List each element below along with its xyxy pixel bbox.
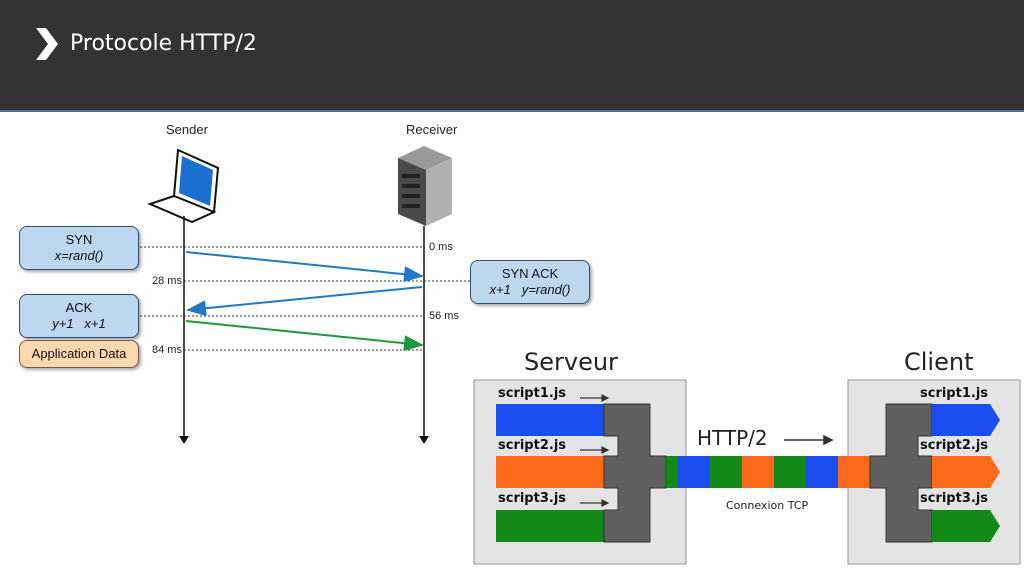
client-script-label: script2.js — [920, 438, 989, 453]
syn-ack-box: SYN ACK x+1 y=rand() — [470, 260, 590, 304]
server-script-label: script1.js — [498, 386, 567, 401]
ack-arrow — [185, 320, 424, 352]
slide-header: Protocole HTTP/2 — [0, 0, 1024, 112]
application-data-box: Application Data — [19, 340, 139, 368]
tcp-connection-label: Connexion TCP — [726, 499, 809, 512]
client-label: Client — [904, 348, 974, 376]
time-label: 0 ms — [429, 241, 453, 253]
server-script-label: script2.js — [498, 438, 567, 453]
client-script-label: script3.js — [920, 491, 989, 506]
laptop-icon — [147, 148, 220, 224]
server-icon — [398, 146, 452, 226]
page-title: Protocole HTTP/2 — [70, 31, 257, 56]
syn-box: SYN x=rand() — [19, 226, 139, 270]
syn-ack-arrow — [186, 286, 423, 317]
sender-label: Sender — [166, 122, 208, 137]
time-label: 56 ms — [429, 310, 459, 322]
client-script-label: script1.js — [920, 386, 989, 401]
chevron-right-icon — [36, 28, 58, 60]
time-label: 84 ms — [152, 344, 182, 356]
syn-arrow — [185, 251, 424, 283]
http2-arrow — [784, 434, 834, 446]
http2-label: HTTP/2 — [697, 426, 768, 450]
server-label: Serveur — [524, 348, 618, 376]
server-script-label: script3.js — [498, 491, 567, 506]
time-label: 28 ms — [152, 275, 182, 287]
receiver-label: Receiver — [406, 122, 458, 137]
ack-box: ACK y+1 x+1 — [19, 294, 139, 338]
